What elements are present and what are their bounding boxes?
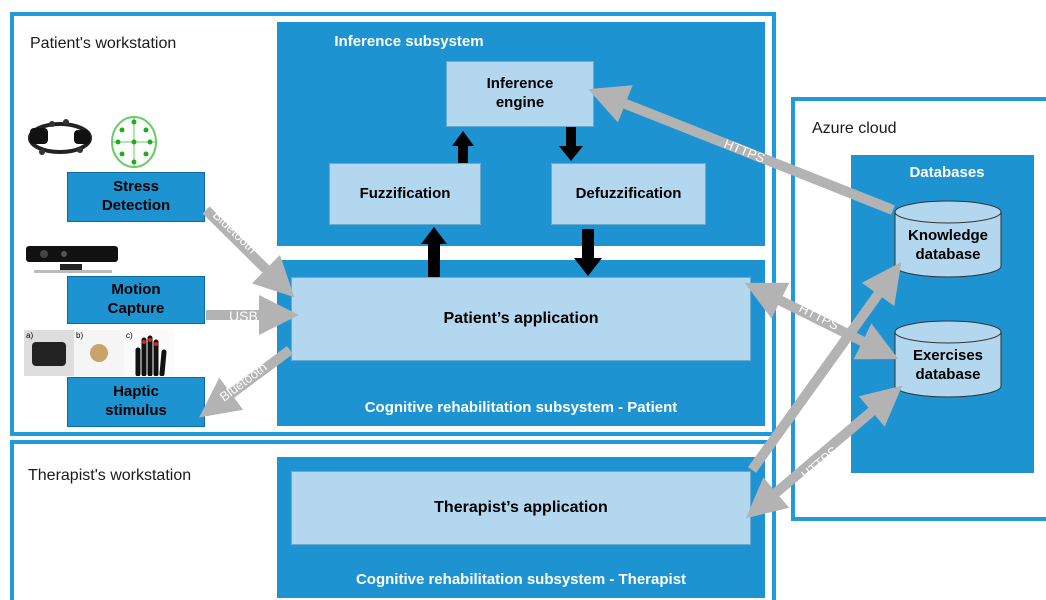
patients-application-box[interactable]: Patient’s application — [291, 277, 751, 361]
arrow-https-therapist-knowledge — [747, 262, 902, 473]
therapist-workstation-frame — [10, 440, 776, 600]
label-https-app-exercises: HTTPS — [797, 300, 842, 333]
arrow-https-therapist-exercises — [745, 385, 903, 519]
photo-label-a: a) — [26, 331, 34, 340]
exercises-database-label: Exercises database — [912, 347, 984, 383]
stress-detection-box: Stress Detection — [67, 172, 205, 222]
eeg-headset-image — [22, 110, 102, 170]
therapist-workstation-label: Therapist's workstation — [28, 467, 192, 484]
inference-subsystem-title: Inference subsystem — [334, 33, 484, 50]
exercises-database-cylinder: Exercises database — [893, 320, 1003, 398]
label-bluetooth-in: Bluetooth — [210, 207, 260, 256]
patient-workstation-label: Patient's workstation — [30, 35, 177, 52]
patient-workstation-frame — [10, 12, 776, 436]
arrow-app-to-fuzzification — [421, 227, 447, 277]
label-https-knowledge-engine: HTTPS — [722, 136, 767, 166]
inference-engine-box: Inference engine — [446, 61, 594, 127]
therapist-subsystem-title: Cognitive rehabilitation subsystem - The… — [355, 571, 687, 588]
label-bluetooth-out: Bluetooth — [217, 359, 270, 404]
patient-subsystem-title: Cognitive rehabilitation subsystem - Pat… — [364, 399, 678, 416]
arrow-bluetooth-haptic — [199, 345, 293, 418]
arrow-https-knowledge-engine — [588, 85, 895, 215]
arrow-defuzzification-to-app — [574, 229, 602, 276]
label-usb: USB — [229, 308, 258, 324]
knowledge-database-cylinder: Knowledge database — [893, 200, 1003, 278]
haptic-devices-image: a) b) c) — [24, 330, 174, 376]
haptic-stimulus-box: Haptic stimulus — [67, 377, 205, 427]
arrow-https-app-exercises — [744, 282, 899, 360]
kinect-sensor-image — [24, 242, 120, 274]
therapists-application-box[interactable]: Therapist’s application — [291, 471, 751, 545]
defuzzification-box: Defuzzification — [551, 163, 706, 225]
arrow-engine-to-defuzzification — [559, 127, 583, 161]
electrode-map-image — [108, 112, 160, 170]
arrow-fuzzification-to-engine — [452, 131, 474, 163]
motion-capture-box: Motion Capture — [67, 276, 205, 324]
azure-cloud-label: Azure cloud — [812, 120, 897, 137]
photo-label-b: b) — [76, 331, 84, 340]
photo-label-c: c) — [126, 331, 133, 340]
databases-title: Databases — [909, 164, 985, 181]
fuzzification-box: Fuzzification — [329, 163, 481, 225]
knowledge-database-label: Knowledge database — [907, 227, 988, 263]
arrow-bluetooth-stress — [202, 206, 295, 298]
